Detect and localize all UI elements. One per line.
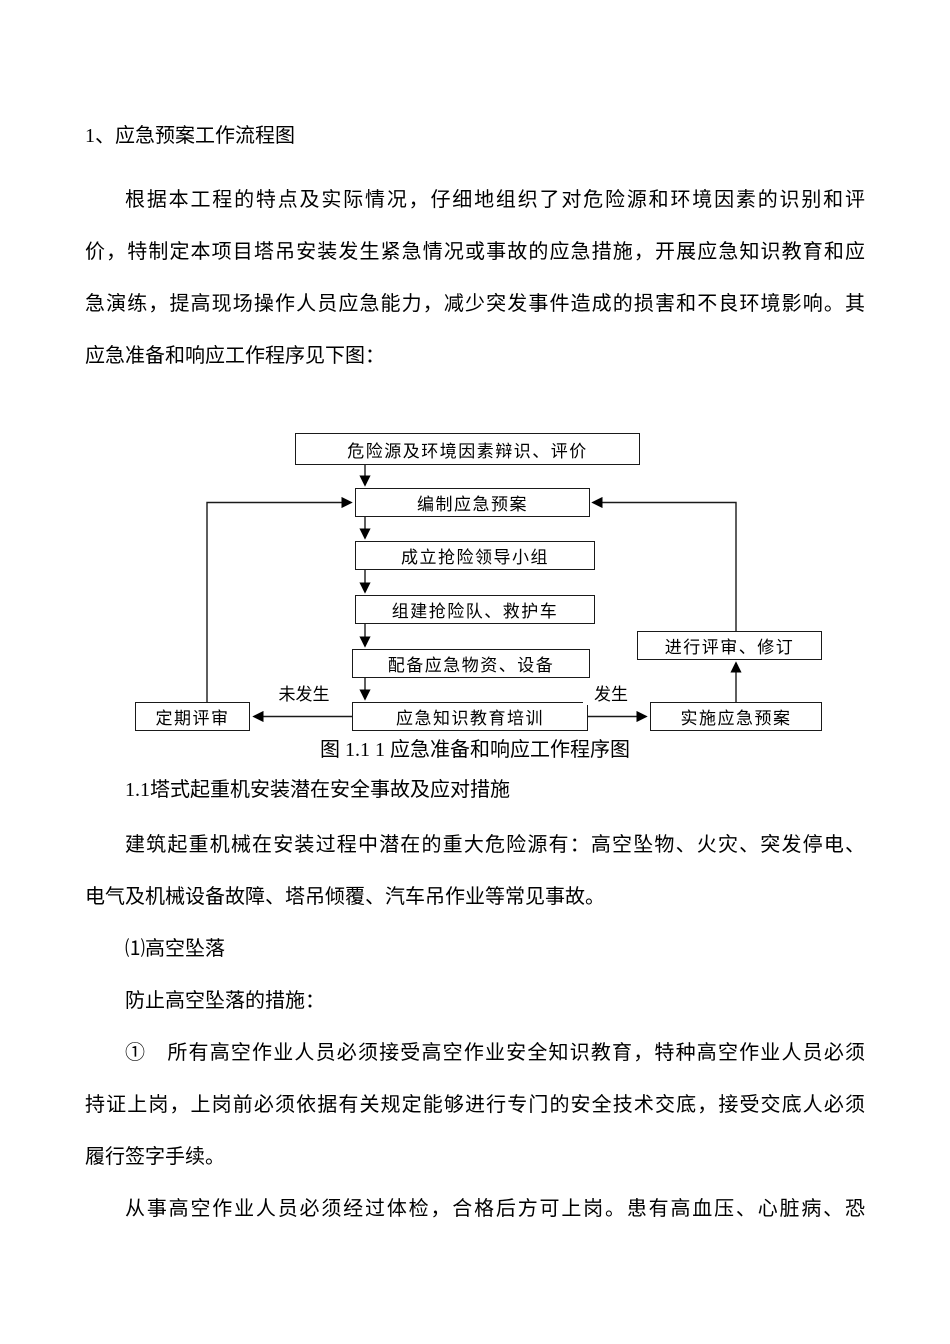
hazards-line-2: 电气及机械设备故障、塔吊倾覆、汽车吊作业等常见事故。 [85, 886, 605, 908]
emergency-flowchart: 危险源及环境因素辩识、评价 编制应急预案 成立抢险领导小组 组建抢险队、救护车 … [85, 430, 865, 735]
hazards-line-1: 建筑起重机械在安装过程中潜在的重大危险源有：高空坠物、火灾、突发停电、 [125, 834, 865, 856]
measures-paragraph: ① 所有高空作业人员必须接受高空作业安全知识教育，特种高空作业人员必须 持证上岗… [85, 1027, 865, 1183]
intro-line-2: 价，特制定本项目塔吊安装发生紧急情况或事故的应急措施，开展应急知识教育和应 [85, 241, 865, 263]
intro-line-3: 急演练，提高现场操作人员应急能力，减少突发事件造成的损害和不良环境影响。其 [85, 293, 865, 315]
flow-box-leading-group: 成立抢险领导小组 [355, 541, 595, 570]
flow-label-happened: 发生 [583, 685, 639, 705]
figure-caption: 图 1.1 1 应急准备和响应工作程序图 [320, 739, 630, 761]
measures-intro: 防止高空坠落的措施： [125, 990, 325, 1012]
document-page: 1、应急预案工作流程图 根据本工程的特点及实际情况，仔细地组织了对危险源和环境因… [85, 125, 865, 1220]
flow-box-make-plan: 编制应急预案 [355, 488, 590, 517]
flow-box-implement-plan: 实施应急预案 [650, 702, 822, 731]
hazards-paragraph: 建筑起重机械在安装过程中潜在的重大危险源有：高空坠物、火灾、突发停电、 电气及机… [85, 819, 865, 923]
subsection-heading: 1.1塔式起重机安装潜在安全事故及应对措施 [125, 779, 510, 801]
measures-line-2: 持证上岗，上岗前必须依据有关规定能够进行专门的安全技术交底，接受交底人必须 [85, 1094, 865, 1116]
flow-box-hazard-identification: 危险源及环境因素辩识、评价 [295, 433, 640, 465]
flow-box-rescue-team: 组建抢险队、救护车 [355, 595, 595, 624]
flow-box-periodic-review: 定期评审 [135, 702, 250, 731]
measures-line-3: 履行签字手续。 [85, 1146, 225, 1168]
intro-line-1: 根据本工程的特点及实际情况，仔细地组织了对危险源和环境因素的识别和评 [125, 189, 865, 211]
intro-line-4: 应急准备和响应工作程序见下图： [85, 345, 385, 367]
intro-paragraph: 根据本工程的特点及实际情况，仔细地组织了对危险源和环境因素的识别和评 价，特制定… [85, 174, 865, 382]
flow-box-supplies: 配备应急物资、设备 [352, 649, 590, 678]
flowchart-connectors [206, 465, 742, 723]
flow-box-review-revise: 进行评审、修订 [637, 631, 822, 660]
item-falling: ⑴高空坠落 [125, 938, 225, 960]
measures-line-1: ① 所有高空作业人员必须接受高空作业安全知识教育，特种高空作业人员必须 [125, 1042, 865, 1064]
health-check-line: 从事高空作业人员必须经过体检，合格后方可上岗。患有高血压、心脏病、恐 [125, 1198, 865, 1220]
flow-label-not-happened: 未发生 [268, 685, 340, 705]
flow-box-training: 应急知识教育培训 [352, 702, 588, 731]
section-title: 1、应急预案工作流程图 [85, 125, 295, 147]
